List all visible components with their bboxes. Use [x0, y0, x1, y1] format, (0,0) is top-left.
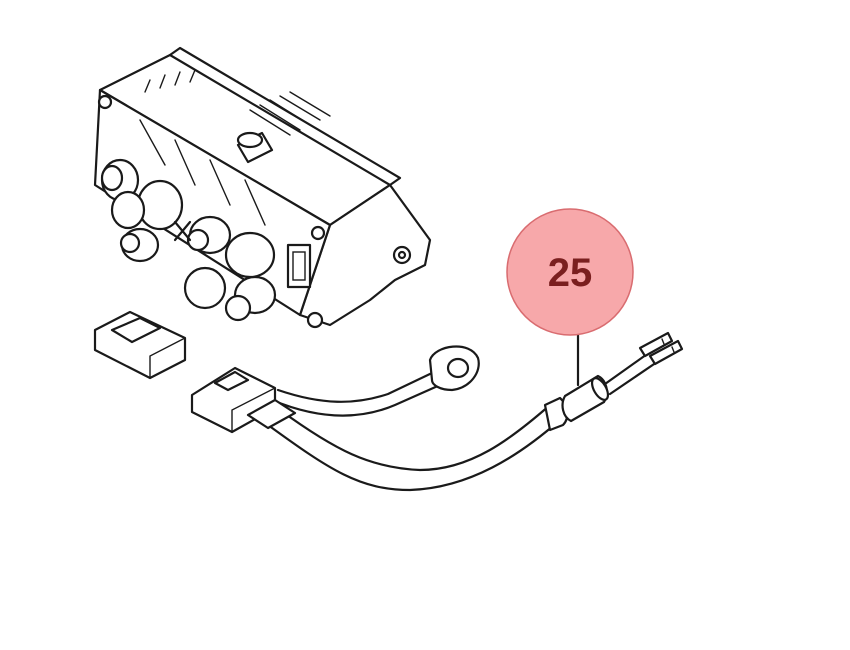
fitting-2 — [110, 179, 184, 231]
fitting-6 — [224, 275, 277, 322]
callout-number: 25 — [548, 251, 593, 295]
fitting-5 — [183, 231, 276, 310]
callout-bubble — [506, 208, 634, 336]
left-connector — [93, 310, 187, 380]
valve-fittings — [100, 158, 312, 322]
fitting-3 — [119, 227, 160, 263]
fitting-1 — [100, 158, 140, 202]
fitting-4 — [186, 215, 232, 255]
wiring-harness — [190, 331, 684, 492]
wire-pins — [603, 331, 684, 396]
sleeve-part-25 — [561, 374, 610, 423]
callout-25: 25 — [506, 208, 634, 387]
ring-terminal — [428, 345, 480, 392]
harness-connector — [190, 366, 297, 434]
